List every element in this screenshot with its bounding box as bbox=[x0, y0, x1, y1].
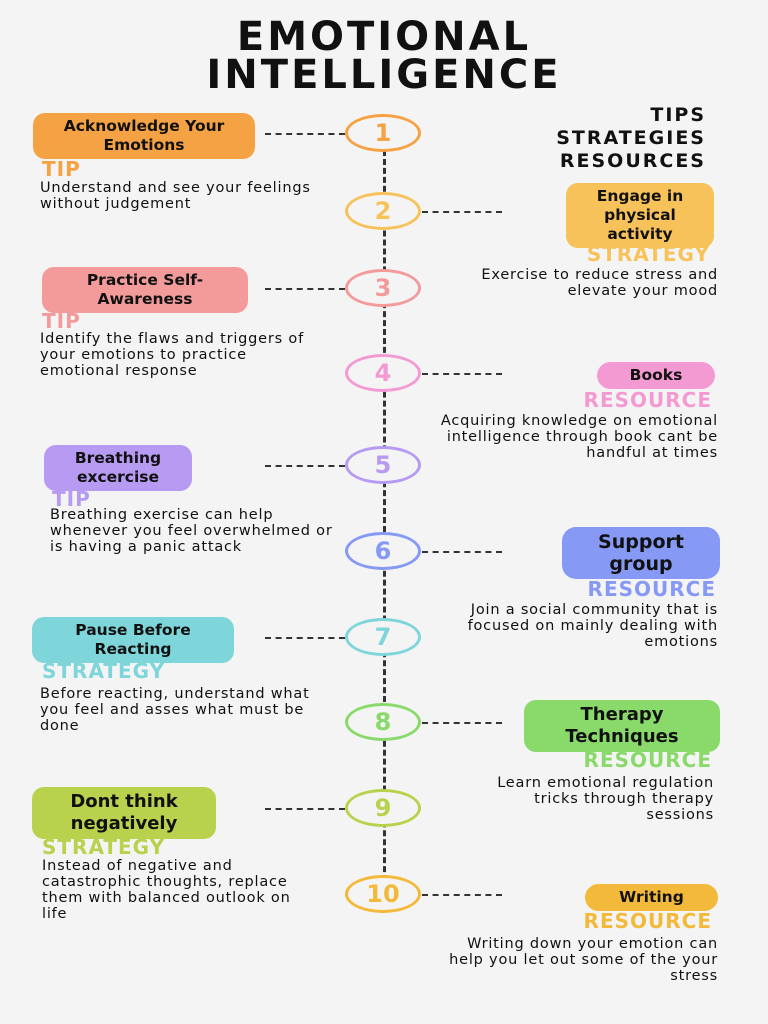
step-title-1: Acknowledge Your Emotions bbox=[33, 113, 255, 159]
connector-9 bbox=[265, 808, 345, 810]
step-category-10: RESOURCE bbox=[583, 909, 712, 933]
step-number-10: 10 bbox=[345, 875, 421, 913]
step-description-6: Join a social community that is focused … bbox=[467, 602, 718, 650]
step-title-4: Books bbox=[597, 362, 715, 389]
step-title-10: Writing bbox=[585, 884, 718, 911]
step-description-8: Learn emotional regulation tricks throug… bbox=[497, 775, 714, 823]
step-title-9: Dont think negatively bbox=[32, 787, 216, 839]
step-description-7: Before reacting, understand what you fee… bbox=[40, 686, 310, 734]
connector-10 bbox=[422, 894, 502, 896]
connector-8 bbox=[422, 722, 502, 724]
step-number-8: 8 bbox=[345, 703, 421, 741]
step-category-3: TIP bbox=[42, 309, 81, 333]
step-description-4: Acquiring knowledge on emotional intelli… bbox=[440, 413, 718, 461]
connector-4 bbox=[422, 373, 502, 375]
step-description-10: Writing down your emotion can help you l… bbox=[449, 936, 718, 984]
step-category-5: TIP bbox=[52, 487, 91, 511]
connector-3 bbox=[265, 288, 345, 290]
subheading-tips: TIPS bbox=[650, 104, 706, 126]
step-title-8: Therapy Techniques bbox=[524, 700, 720, 752]
step-category-4: RESOURCE bbox=[583, 388, 712, 412]
step-number-1: 1 bbox=[345, 114, 421, 152]
step-title-2: Engage in physical activity bbox=[566, 183, 714, 248]
title-line-1: EMOTIONAL bbox=[236, 14, 532, 60]
connector-2 bbox=[422, 211, 502, 213]
step-title-3: Practice Self-Awareness bbox=[42, 267, 248, 313]
connector-1 bbox=[265, 133, 345, 135]
step-title-5: Breathing excercise bbox=[44, 445, 192, 491]
step-category-7: STRATEGY bbox=[42, 659, 166, 683]
subheading-resources: RESOURCES bbox=[559, 150, 706, 172]
step-category-9: STRATEGY bbox=[42, 835, 166, 859]
step-description-9: Instead of negative and catastrophic tho… bbox=[42, 858, 291, 922]
connector-6 bbox=[422, 551, 502, 553]
step-number-6: 6 bbox=[345, 532, 421, 570]
step-description-5: Breathing exercise can help whenever you… bbox=[50, 507, 333, 555]
step-category-6: RESOURCE bbox=[587, 577, 716, 601]
step-number-4: 4 bbox=[345, 354, 421, 392]
step-description-2: Exercise to reduce stress and elevate yo… bbox=[481, 267, 718, 299]
step-number-7: 7 bbox=[345, 618, 421, 656]
step-number-3: 3 bbox=[345, 269, 421, 307]
step-number-9: 9 bbox=[345, 789, 421, 827]
step-number-2: 2 bbox=[345, 192, 421, 230]
subheading: TIPS STRATEGIES RESOURCES bbox=[556, 104, 706, 173]
step-category-8: RESOURCE bbox=[583, 748, 712, 772]
step-description-1: Understand and see your feelings without… bbox=[40, 180, 311, 212]
connector-7 bbox=[265, 637, 345, 639]
title-line-2: INTELLIGENCE bbox=[206, 52, 562, 98]
step-number-5: 5 bbox=[345, 446, 421, 484]
connector-5 bbox=[265, 465, 345, 467]
subheading-strategies: STRATEGIES bbox=[556, 127, 706, 149]
step-category-1: TIP bbox=[42, 157, 81, 181]
step-category-2: STRATEGY bbox=[586, 242, 710, 266]
step-description-3: Identify the flaws and triggers of your … bbox=[40, 331, 304, 379]
step-title-7: Pause Before Reacting bbox=[32, 617, 234, 663]
step-title-6: Support group bbox=[562, 527, 720, 579]
timeline-spine bbox=[383, 150, 386, 890]
